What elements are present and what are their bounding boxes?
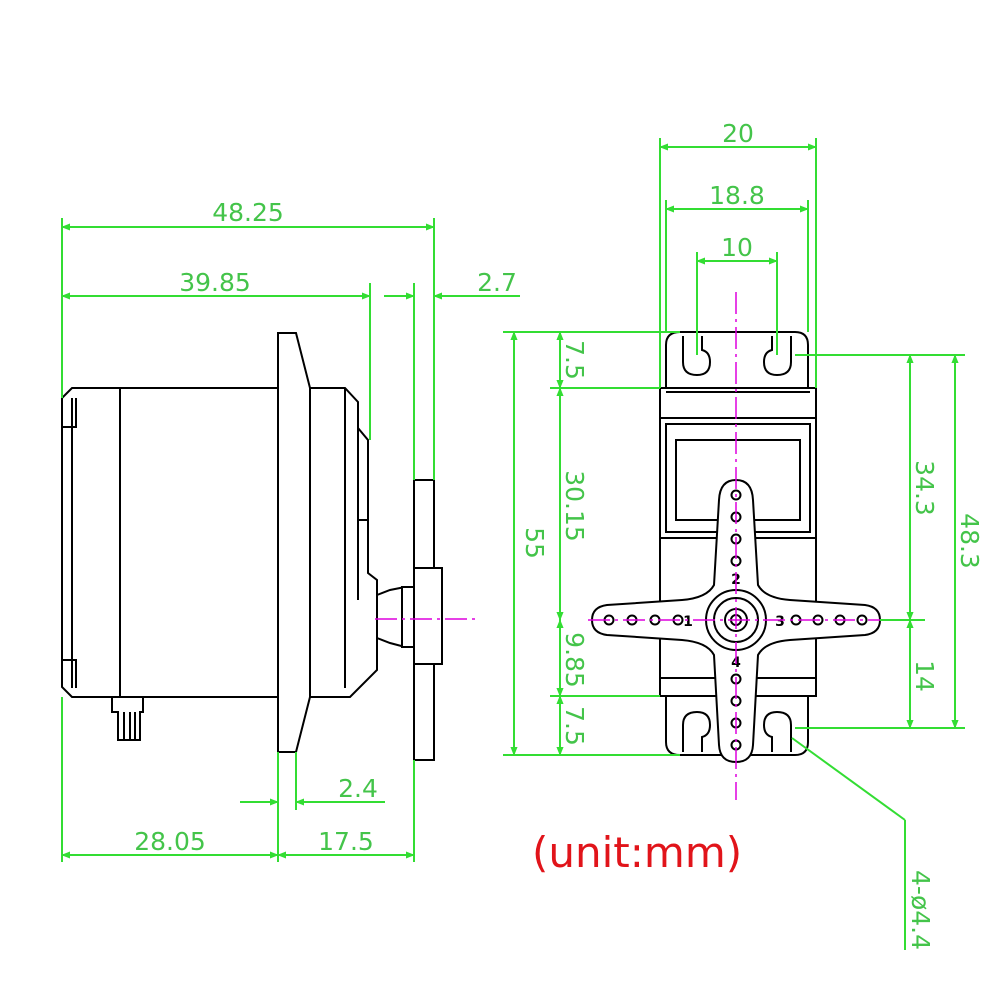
- dim-front-slot-to-shaft: 34.3: [910, 460, 939, 516]
- dim-front-total-width: 20: [722, 119, 754, 148]
- front-view: 1 2 3 4: [588, 292, 888, 800]
- dim-front-total-height: 55: [520, 527, 549, 559]
- side-dimensions: 48.25 39.85 2.7 2.4 28.05 17.5: [61, 198, 520, 862]
- dim-side-horn-thickness: 2.7: [477, 268, 517, 297]
- side-view: [61, 332, 480, 761]
- dim-front-slot-spacing: 10: [721, 233, 753, 262]
- dim-side-flange-thickness: 2.4: [338, 774, 378, 803]
- side-mount-flange: [277, 332, 311, 753]
- unit-note: (unit:mm): [532, 828, 743, 877]
- dim-side-total-length: 48.25: [212, 198, 284, 227]
- dim-side-body-to-horn: 39.85: [179, 268, 251, 297]
- side-body-outline: [61, 387, 378, 698]
- dim-front-shaft-offset: 9.85: [560, 632, 589, 688]
- side-cable-connector: [111, 696, 144, 741]
- dim-mount-holes: 4-ø4.4: [906, 870, 935, 950]
- horn-number-1: 1: [683, 614, 693, 630]
- front-top-tab: [665, 331, 809, 389]
- dim-front-body-width: 18.8: [709, 181, 765, 210]
- dim-front-shaft-from-top: 30.15: [560, 470, 589, 542]
- front-dimensions: 20 18.8 10 55 7.5 30.15 9.85 7.5 34.3 14: [503, 119, 984, 950]
- dim-front-top-tab: 7.5: [560, 340, 589, 380]
- dim-front-slot-to-slot: 48.3: [955, 513, 984, 569]
- dim-side-rear-to-flange: 28.05: [134, 827, 206, 856]
- dim-front-shaft-to-slot: 14: [910, 660, 939, 692]
- horn-number-3: 3: [775, 614, 785, 630]
- dim-side-flange-to-horn: 17.5: [318, 827, 374, 856]
- dim-front-bottom-tab: 7.5: [560, 706, 589, 746]
